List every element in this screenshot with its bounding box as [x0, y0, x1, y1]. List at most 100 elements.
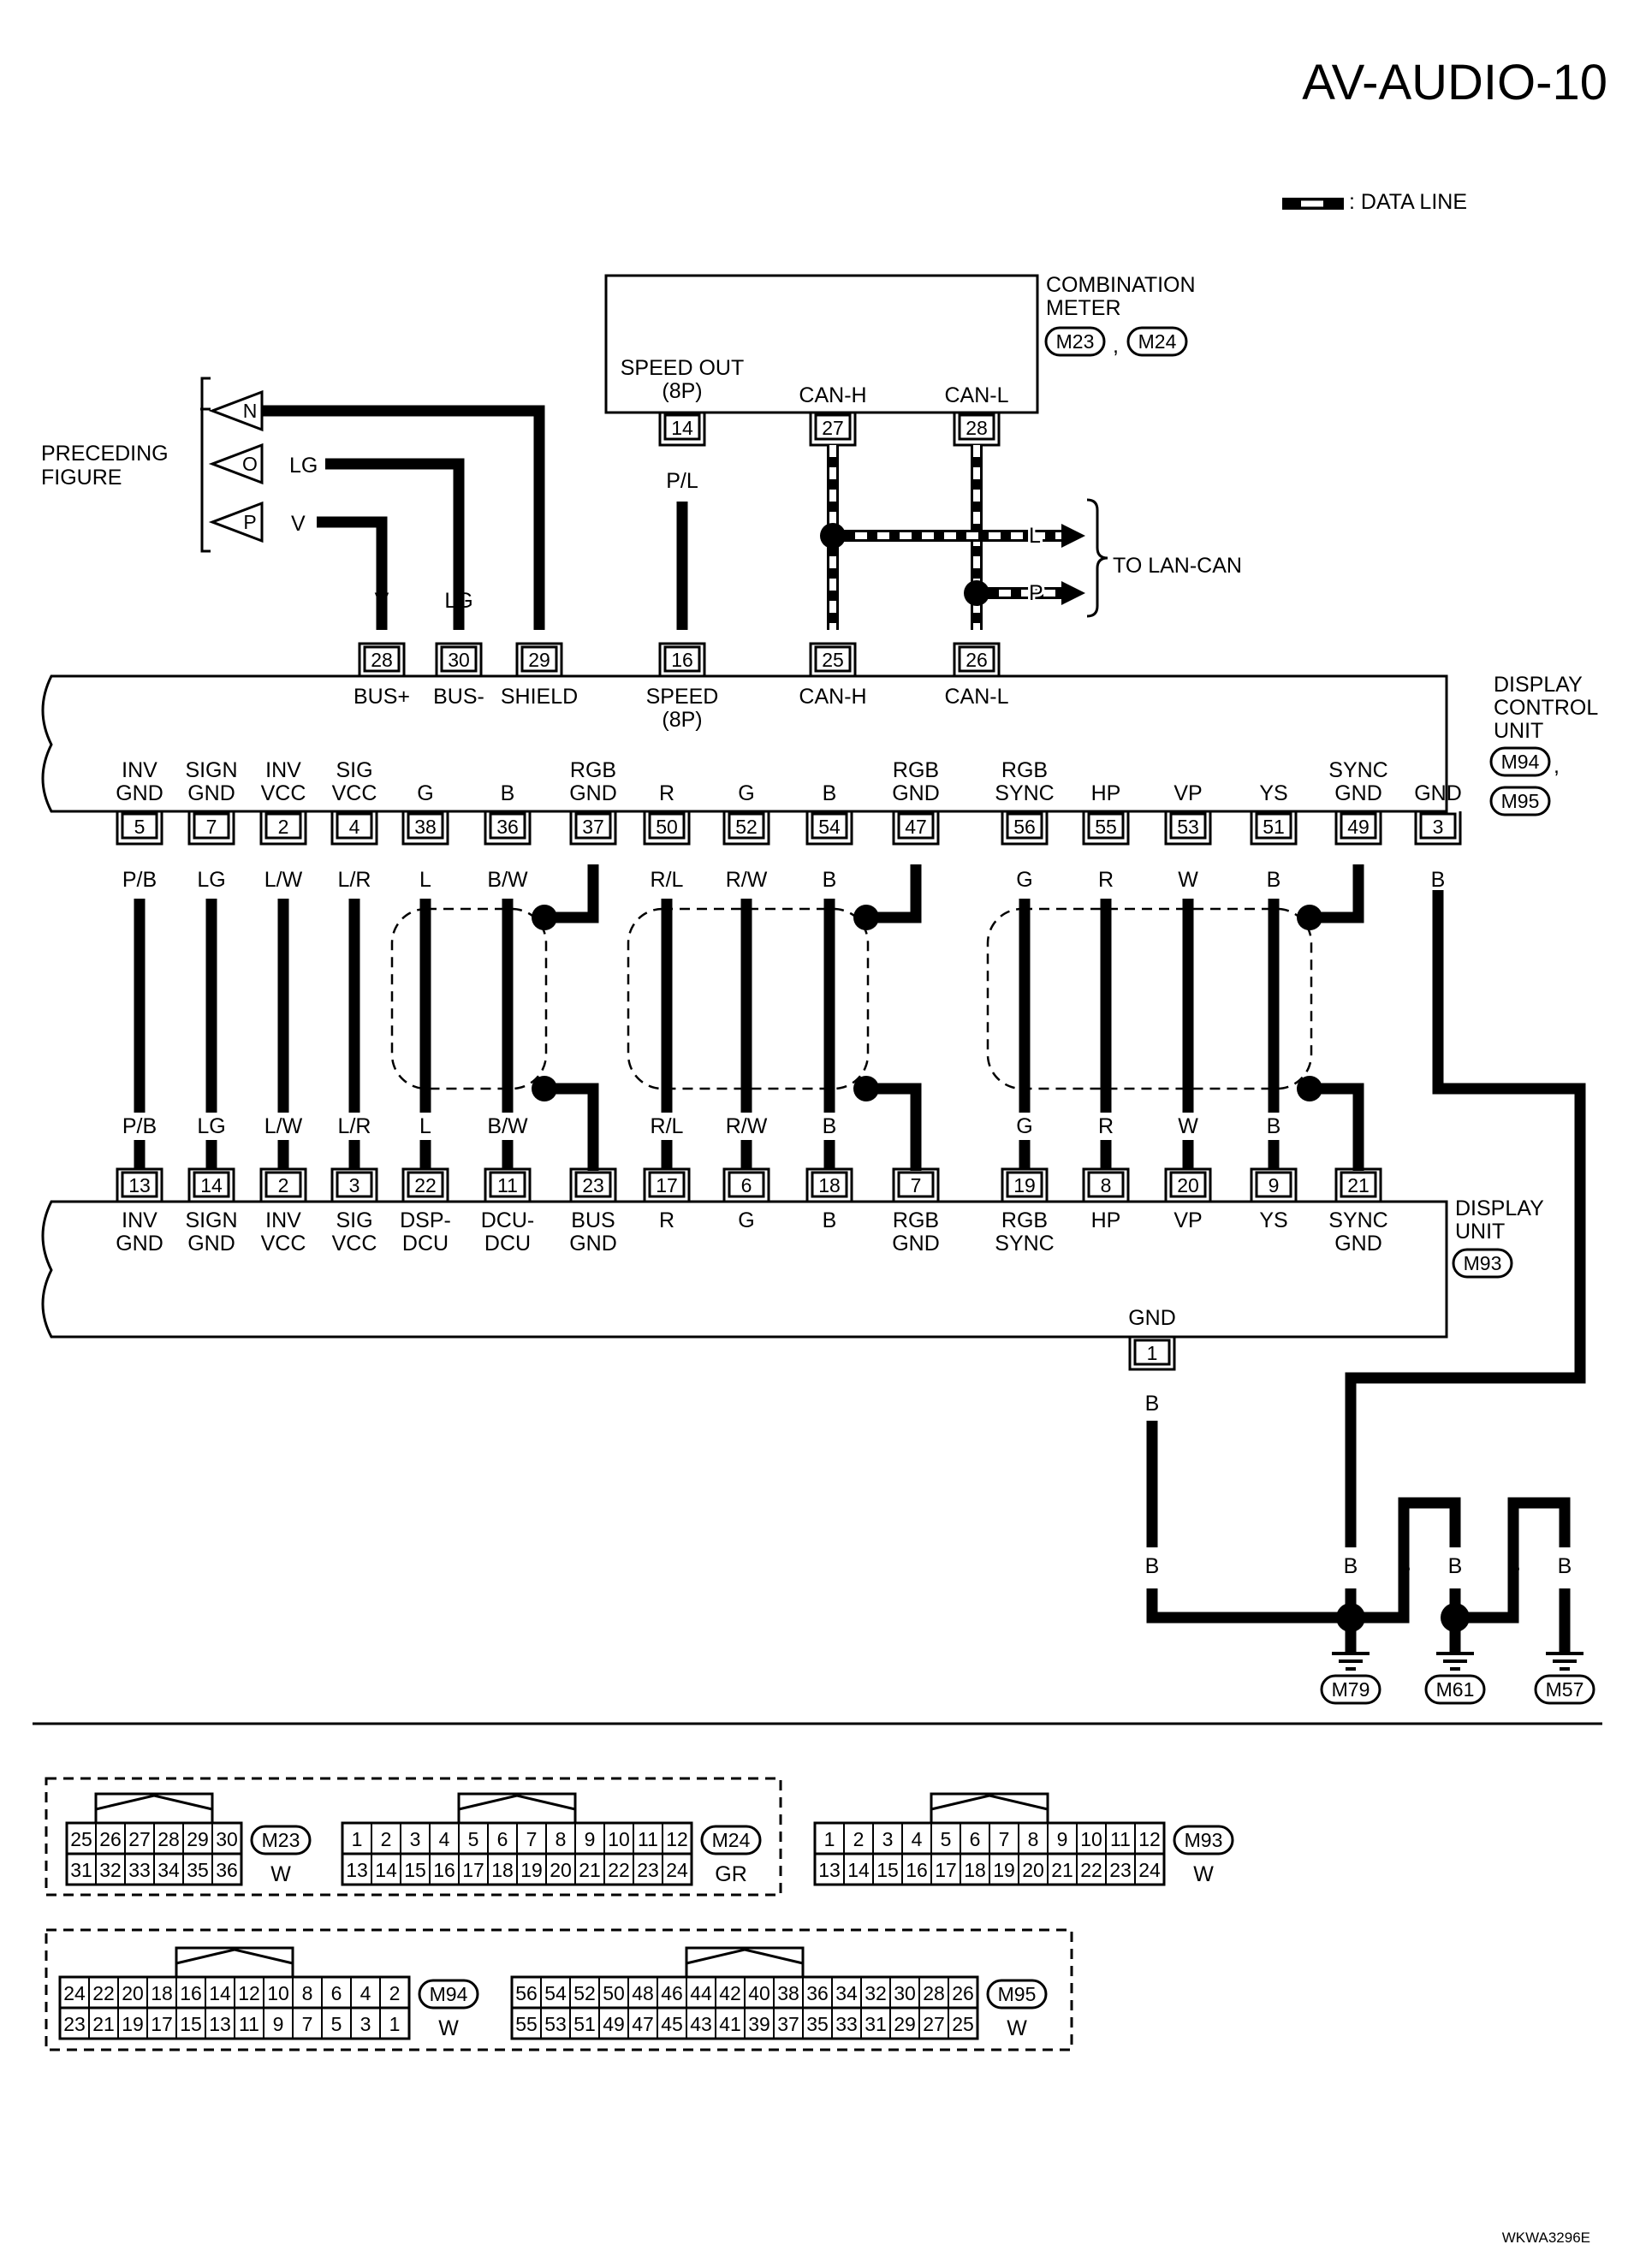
dcu-pin-30-number: 30: [448, 649, 470, 671]
cavity-number: 56: [515, 1982, 538, 2004]
wire-color: G: [1016, 1114, 1032, 1138]
cavity-number: 2: [389, 1982, 401, 2004]
svg-text:M57: M57: [1546, 1678, 1584, 1701]
signal-wires: [134, 899, 1280, 1113]
cavity-number: 23: [63, 2013, 86, 2035]
dcu-pin-28-number: 28: [371, 649, 393, 671]
to-lan-can-label: TO LAN-CAN: [1113, 554, 1242, 578]
cavity-number: 48: [632, 1982, 654, 2004]
meter-connector-m23: M23: [1056, 330, 1095, 353]
du-term-l1: INV: [122, 1208, 157, 1232]
dcu-pin-53: 53: [1164, 811, 1212, 846]
cavity-number: 35: [806, 2013, 829, 2035]
svg-text:B: B: [1558, 1554, 1572, 1578]
wire-color: LG: [197, 1114, 225, 1138]
du-pin-17: 17: [643, 1167, 691, 1202]
cavity-number: 28: [923, 1982, 945, 2004]
dcu-term-l1: RGB: [570, 758, 616, 782]
connector-color: W: [1193, 1862, 1214, 1886]
wire-color: W: [1178, 1114, 1198, 1138]
cavity-number: 55: [515, 2013, 538, 2035]
cavity-number: 49: [603, 2013, 625, 2035]
arrow-p: P: [208, 501, 264, 543]
svg-text:B: B: [1448, 1554, 1463, 1578]
du-pin-8-number: 8: [1101, 1174, 1112, 1196]
cavity-number: 21: [1051, 1859, 1073, 1881]
cavity-number: 24: [1138, 1859, 1161, 1881]
dcu-term-l2: GND: [1414, 781, 1462, 805]
du-term-l2: GND: [1334, 1232, 1382, 1256]
cavity-number: 12: [1138, 1828, 1161, 1850]
cavity-number: 31: [70, 1859, 92, 1881]
dcu-pin-5: 5: [116, 811, 163, 846]
dcu-pin-38: 38: [401, 811, 449, 846]
wire-color-v-top: V: [291, 512, 306, 536]
dcu-pin-25: 25: [809, 642, 857, 676]
du-pin-3: 3: [330, 1167, 378, 1202]
cavity-number: 41: [719, 2013, 741, 2035]
cavity-number: 15: [180, 2013, 202, 2035]
du-pin-19: 19: [1001, 1167, 1049, 1202]
wire-color: R: [1098, 1114, 1114, 1138]
cavity-number: 54: [544, 1982, 567, 2004]
du-term-l1: SIG: [336, 1208, 372, 1232]
du-term-l2: VCC: [332, 1232, 377, 1256]
du-pin-13-number: 13: [128, 1174, 151, 1196]
ground-m61: M61: [1424, 1652, 1486, 1705]
wire-color: B: [1431, 868, 1446, 892]
cavity-number: 22: [92, 1982, 115, 2004]
du-pin-13: 13: [116, 1167, 163, 1202]
cavity-number: 31: [865, 2013, 887, 2035]
cavity-number: 16: [180, 1982, 202, 2004]
cavity-number: 19: [122, 2013, 144, 2035]
dcu-term-l2: VCC: [332, 781, 377, 805]
dcu-pin-30: 30: [435, 642, 483, 676]
cavity-number: 9: [585, 1828, 596, 1850]
legend-data-line: : DATA LINE: [1282, 190, 1467, 214]
cavity-number: 45: [661, 2013, 683, 2035]
cavity-number: 36: [806, 1982, 829, 2004]
cavity-number: 25: [70, 1828, 92, 1850]
dcu-pin-49: 49: [1334, 811, 1382, 846]
connector-color: W: [270, 1862, 291, 1886]
dcu-term-l2: G: [738, 781, 754, 805]
meter-connector-m24: M24: [1138, 330, 1177, 353]
wire-color: L: [419, 868, 431, 892]
combination-meter: COMBINATION METER M23 , M24 SPEED OUT (8…: [604, 273, 1196, 493]
lan-wire-p: P: [1029, 581, 1043, 605]
cavity-number: 24: [666, 1859, 688, 1881]
cavity-number: 14: [847, 1859, 870, 1881]
wire-color: R/L: [651, 868, 684, 892]
du-pin-14: 14: [187, 1167, 235, 1202]
du-pin-18-number: 18: [818, 1174, 841, 1196]
svg-text:M61: M61: [1436, 1678, 1475, 1701]
svg-text:1: 1: [1147, 1342, 1158, 1364]
dcu-title-2: CONTROL: [1494, 696, 1598, 720]
du-pin-6-number: 6: [741, 1174, 752, 1196]
du-term-l2: VCC: [261, 1232, 306, 1256]
dcu-pin-4-number: 4: [349, 816, 360, 838]
cavity-number: 19: [520, 1859, 543, 1881]
cavity-number: 40: [748, 1982, 770, 2004]
cavity-number: 8: [1028, 1828, 1039, 1850]
cavity-number: 36: [216, 1859, 238, 1881]
preceding-label-1: PRECEDING: [41, 442, 169, 466]
dcu-title-3: UNIT: [1494, 719, 1543, 743]
dcu-pin-52-number: 52: [735, 816, 758, 838]
cavity-number: 4: [912, 1828, 923, 1850]
dcu-title-1: DISPLAY: [1494, 673, 1583, 697]
cavity-number: 17: [151, 2013, 173, 2035]
du-pin-11: 11: [484, 1167, 532, 1202]
cavity-number: 10: [267, 1982, 289, 2004]
du-pin-19-number: 19: [1013, 1174, 1036, 1196]
cavity-number: 6: [497, 1828, 508, 1850]
dcu-pin-52: 52: [722, 811, 770, 846]
cavity-number: 13: [209, 2013, 231, 2035]
cavity-number: 29: [894, 2013, 916, 2035]
wire-color: R/W: [726, 1114, 768, 1138]
du-pin-14-number: 14: [200, 1174, 223, 1196]
dcu-term-name: BUS-: [433, 685, 484, 709]
